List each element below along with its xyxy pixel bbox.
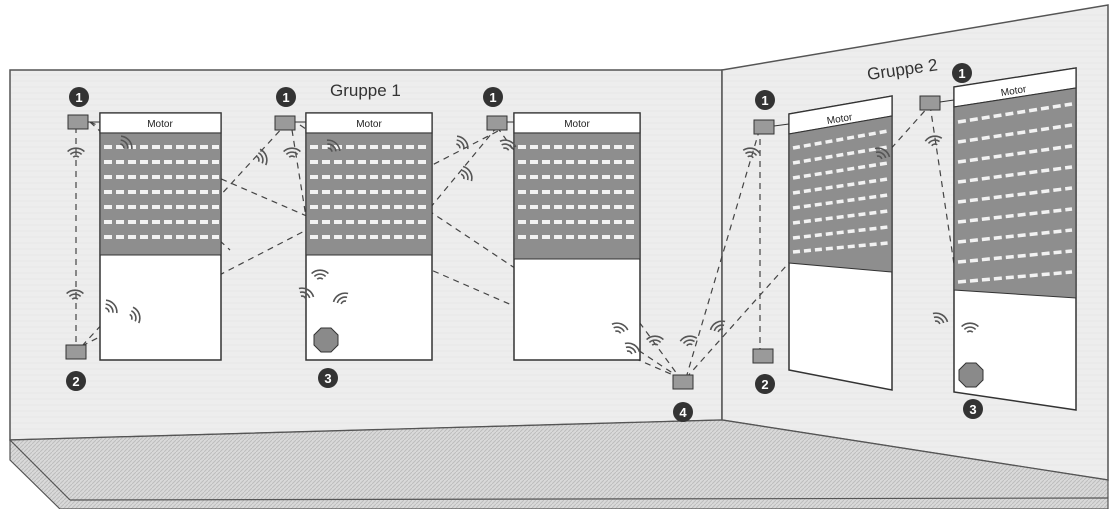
blind-4-slat-stripes xyxy=(792,129,889,254)
wireless-signal-icon xyxy=(283,147,301,158)
wireless-signal-icon xyxy=(611,322,629,334)
wall-switch-2[interactable] xyxy=(752,348,774,364)
wireless-signal-icon xyxy=(298,287,315,300)
badge-4: 4 xyxy=(673,402,693,422)
wireless-signal-icon xyxy=(129,306,141,324)
badge-1e: 1 xyxy=(952,63,972,83)
blind-2-slat-stripes xyxy=(310,145,430,239)
badge-1d-number: 1 xyxy=(761,93,768,108)
badge-3a-number: 3 xyxy=(324,371,331,386)
blind-2: Motor xyxy=(305,112,433,361)
badge-4-number: 4 xyxy=(679,405,687,420)
remote-control-1[interactable] xyxy=(313,327,339,353)
wireless-signals xyxy=(66,135,979,355)
wireless-signal-icon xyxy=(105,299,118,314)
blind-3-motor-label: Motor xyxy=(564,119,590,130)
floor-edge xyxy=(9,439,71,501)
wireless-signal-icon xyxy=(709,320,726,333)
blind-5: Motor xyxy=(953,67,1077,411)
badge-1b: 1 xyxy=(276,87,296,107)
badge-1c: 1 xyxy=(483,87,503,107)
wireless-signal-icon xyxy=(326,139,341,152)
wall-switch-1[interactable] xyxy=(65,344,87,360)
wireless-signal-icon xyxy=(66,289,84,300)
badge-2a: 2 xyxy=(66,371,86,391)
blind-3: Motor xyxy=(513,112,641,361)
wireless-signal-icon xyxy=(624,342,641,355)
sensor-device-5[interactable] xyxy=(919,95,955,111)
floor-edge-bottom xyxy=(69,497,1109,501)
wireless-signal-icon xyxy=(932,312,949,325)
wireless-signal-icon xyxy=(67,147,85,158)
group-1-label: Gruppe 1 xyxy=(330,81,401,100)
wireless-signal-icon xyxy=(874,147,891,160)
blind-3-slat-stripes xyxy=(518,145,638,239)
wireless-signal-icon xyxy=(332,292,349,305)
wireless-signal-icon xyxy=(646,335,664,346)
badge-3b-number: 3 xyxy=(969,402,976,417)
blind-5-motor-label: Motor xyxy=(1000,84,1028,99)
blind-5-slats xyxy=(953,87,1077,299)
badge-1e-number: 1 xyxy=(958,66,965,81)
wireless-signal-icon xyxy=(460,165,473,182)
sensor-device-1[interactable] xyxy=(67,114,100,130)
blind-4-slats xyxy=(788,115,893,273)
sensor-device-2[interactable] xyxy=(274,115,306,131)
wireless-signal-icon xyxy=(961,322,979,333)
wireless-signal-icon xyxy=(679,335,698,347)
wireless-signal-icon xyxy=(311,269,329,280)
central-control[interactable] xyxy=(672,374,694,390)
badge-2b: 2 xyxy=(755,374,775,394)
badge-1d: 1 xyxy=(755,90,775,110)
badge-1b-number: 1 xyxy=(282,90,289,105)
sensor-device-4[interactable] xyxy=(753,119,790,135)
blind-2-motor-label: Motor xyxy=(356,119,382,130)
wireless-signal-icon xyxy=(120,135,133,150)
wireless-signal-icon xyxy=(499,139,517,151)
blind-1-motor-label: Motor xyxy=(147,119,173,130)
wireless-signal-icon xyxy=(742,147,761,159)
blind-3-slats xyxy=(513,132,641,260)
badge-1a: 1 xyxy=(69,87,89,107)
sensor-device-3[interactable] xyxy=(486,115,514,131)
badge-2b-number: 2 xyxy=(761,377,768,392)
badge-1c-number: 1 xyxy=(489,90,496,105)
blind-4: Motor xyxy=(788,95,893,391)
blind-1: Motor xyxy=(99,112,222,361)
badge-1a-number: 1 xyxy=(75,90,82,105)
wireless-signal-icon xyxy=(256,148,268,166)
badge-3a: 3 xyxy=(318,368,338,388)
badge-3b: 3 xyxy=(963,399,983,419)
remote-control-2[interactable] xyxy=(958,362,984,388)
blind-5-slat-stripes xyxy=(957,102,1073,284)
badge-2a-number: 2 xyxy=(72,374,79,389)
wireless-signal-icon xyxy=(456,135,469,150)
wireless-signal-icon xyxy=(924,135,943,147)
blind-4-motor-label: Motor xyxy=(826,112,854,127)
